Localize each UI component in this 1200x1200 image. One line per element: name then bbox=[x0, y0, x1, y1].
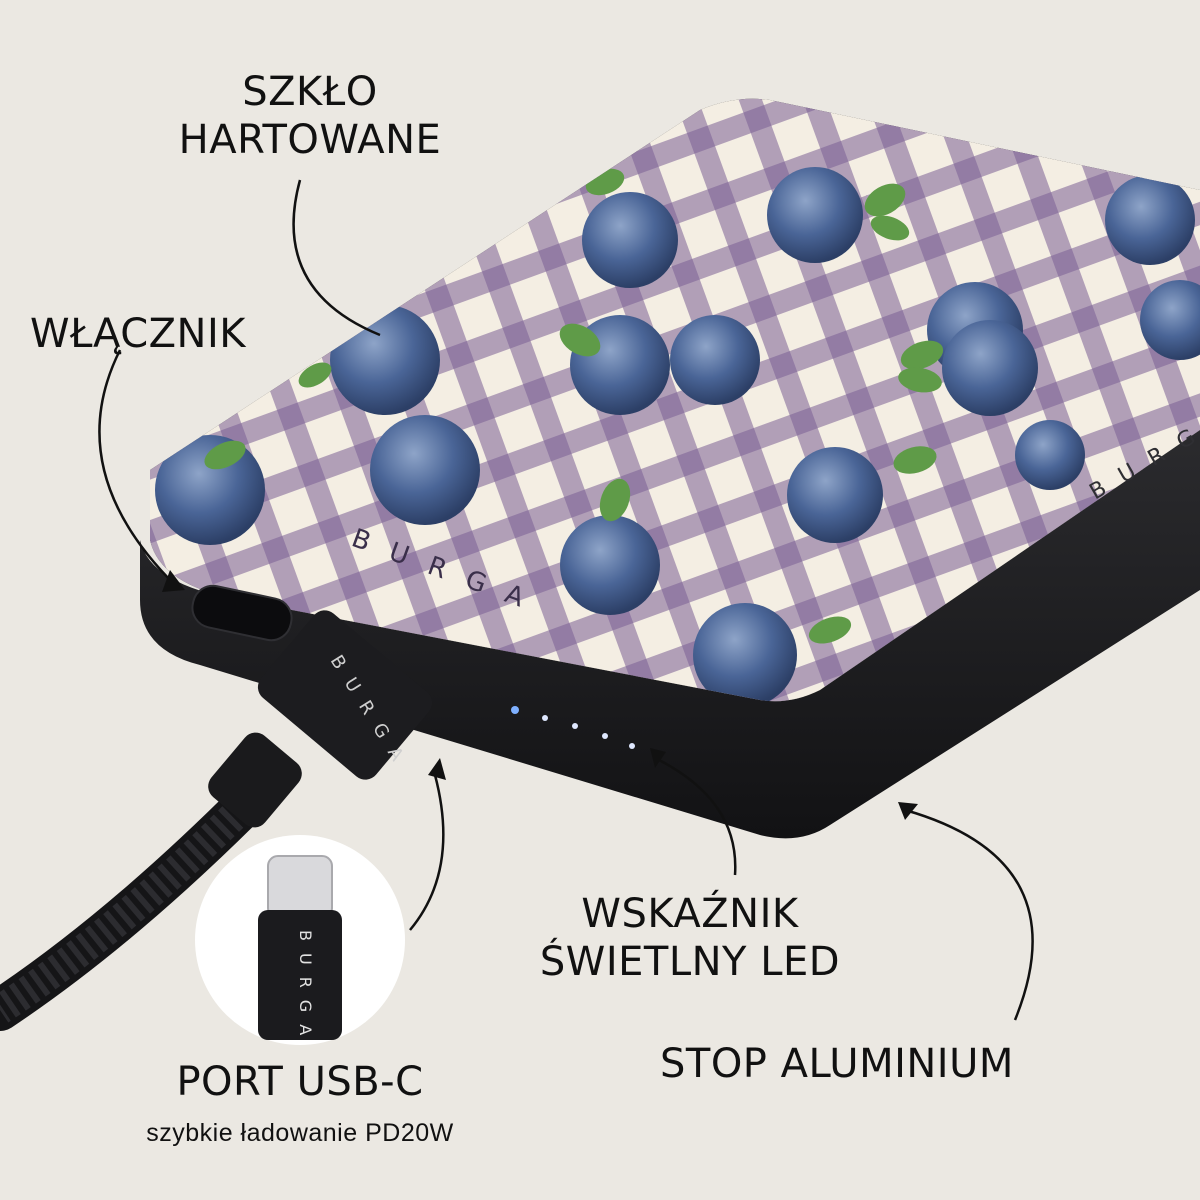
led-dot bbox=[511, 706, 519, 714]
blueberry bbox=[582, 192, 678, 288]
blueberry bbox=[560, 515, 660, 615]
arrow-aluminium bbox=[904, 808, 1034, 1021]
leaf bbox=[599, 478, 631, 522]
arrow-usb-head bbox=[428, 758, 446, 780]
arrow-power-head bbox=[162, 570, 185, 592]
led-dot bbox=[629, 743, 635, 749]
arrow-led-head bbox=[650, 748, 666, 768]
led-dot bbox=[572, 723, 578, 729]
arrow-led bbox=[654, 756, 737, 876]
callout-usb-port: PORT USB-C bbox=[120, 1058, 480, 1106]
blueberry bbox=[1015, 420, 1085, 490]
blueberry bbox=[670, 315, 760, 405]
brand-logo-inset: BURGA bbox=[296, 930, 315, 1047]
usb-inset: BURGA bbox=[195, 835, 405, 1047]
leaf bbox=[808, 616, 852, 644]
blueberry bbox=[693, 603, 797, 702]
led-indicators bbox=[511, 706, 635, 749]
callout-glass-line2: HARTOWANE bbox=[178, 117, 442, 163]
leaves bbox=[204, 168, 944, 644]
leaf bbox=[204, 440, 246, 470]
blueberry bbox=[1140, 280, 1200, 360]
leaf bbox=[898, 367, 942, 393]
callout-aluminium: STOP ALUMINIUM bbox=[660, 1040, 1080, 1088]
arrow-power bbox=[98, 349, 176, 586]
leaf bbox=[870, 215, 910, 241]
usb-connector-housing bbox=[257, 610, 433, 780]
arrow-aluminium-head bbox=[898, 802, 918, 820]
blueberry bbox=[155, 435, 265, 545]
callout-led: WSKAŹNIK ŚWIETLNY LED bbox=[510, 890, 870, 986]
leaf bbox=[559, 323, 601, 357]
callout-glass-line1: SZKŁO bbox=[242, 69, 378, 115]
usb-c-plug-metal bbox=[267, 855, 333, 919]
power-button bbox=[191, 584, 293, 642]
callout-led-line1: WSKAŹNIK bbox=[581, 891, 799, 937]
callout-power-button: WŁĄCZNIK bbox=[30, 310, 290, 358]
cable-cord-texture bbox=[0, 789, 261, 1023]
blueberry bbox=[1105, 175, 1195, 265]
callout-usb-detail: szybkie ładowanie PD20W bbox=[80, 1118, 520, 1148]
blueberries bbox=[155, 167, 1200, 702]
arrow-glass bbox=[292, 179, 381, 337]
blueberry bbox=[767, 167, 863, 263]
leaf bbox=[298, 362, 332, 388]
blueberry bbox=[942, 320, 1038, 416]
leaf bbox=[864, 183, 906, 217]
callout-power-button-text: WŁĄCZNIK bbox=[30, 311, 246, 357]
callout-aluminium-text: STOP ALUMINIUM bbox=[660, 1041, 1014, 1087]
leaf bbox=[900, 340, 944, 370]
arrow-usb bbox=[409, 774, 445, 931]
callout-led-line2: ŚWIETLNY LED bbox=[539, 939, 841, 985]
usb-cable: BURGA bbox=[0, 610, 433, 1031]
callout-arrows bbox=[98, 179, 1034, 1021]
callout-usb-detail-text: szybkie ładowanie PD20W bbox=[146, 1119, 454, 1147]
cable-strain-relief bbox=[208, 732, 302, 828]
blueberry bbox=[370, 415, 480, 525]
callout-glass: SZKŁO HARTOWANE bbox=[150, 68, 470, 164]
leaf bbox=[893, 446, 937, 474]
usb-c-plug-body bbox=[258, 910, 342, 1040]
blueberry bbox=[330, 305, 440, 415]
blueberry bbox=[787, 447, 883, 543]
callout-usb-port-text: PORT USB-C bbox=[176, 1059, 424, 1105]
led-dot bbox=[542, 715, 548, 721]
device-body bbox=[140, 430, 1200, 839]
led-dot bbox=[602, 733, 608, 739]
